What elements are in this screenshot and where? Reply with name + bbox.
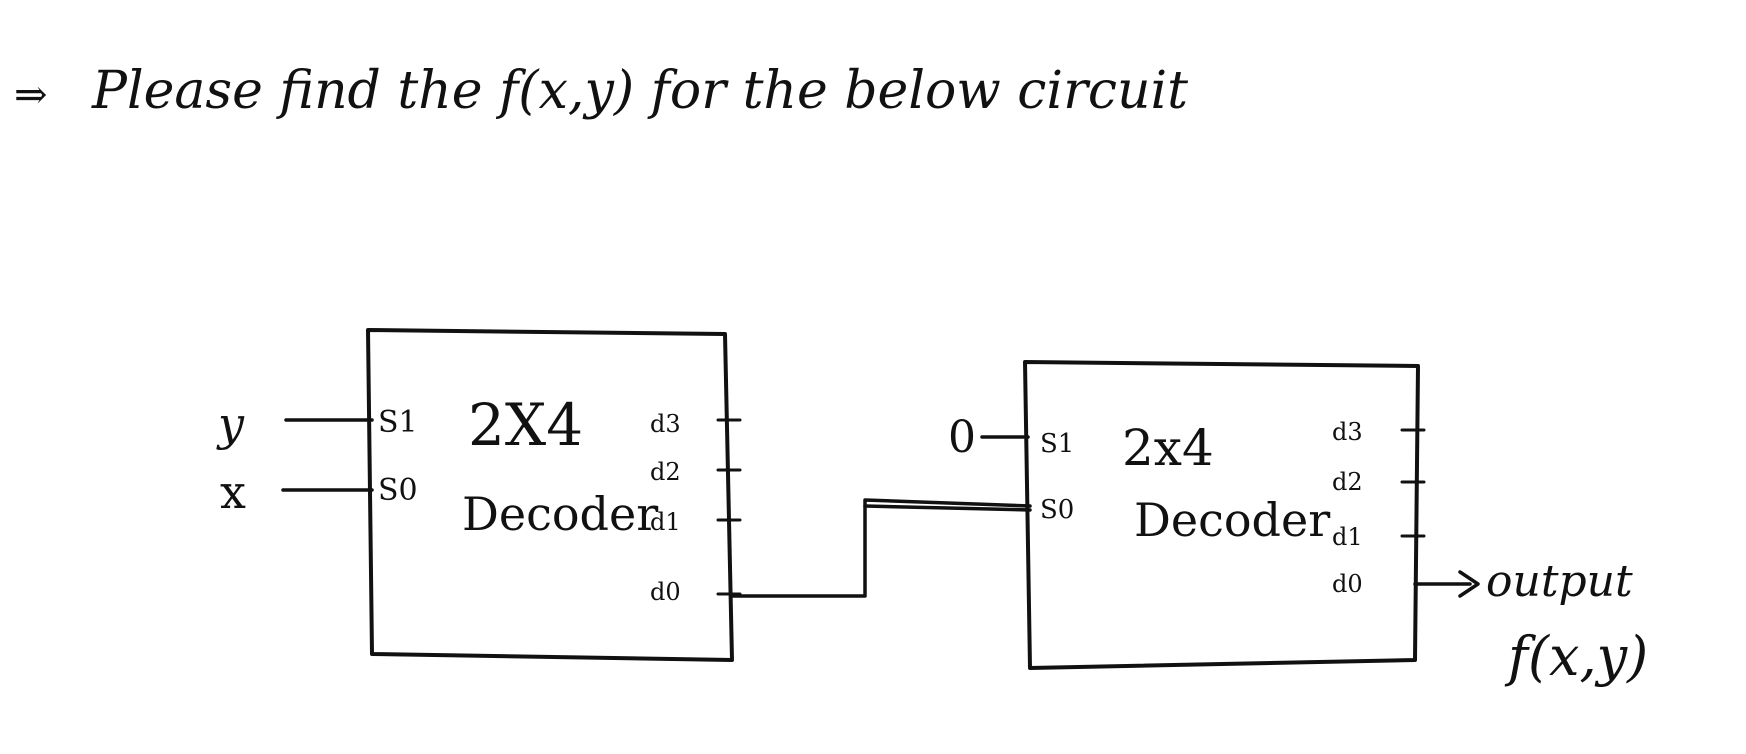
- decoder-right-pin-d0: d0: [1332, 570, 1363, 598]
- wire-d0-to-right-s0-double: [863, 504, 1032, 512]
- question-header: ⇒ Please find the f(x,y) for the below c…: [14, 61, 1188, 121]
- input-x-label: x: [220, 465, 246, 519]
- decoder-left-subtitle: Decoder: [462, 487, 658, 541]
- decoder-left-pin-d3: d3: [650, 410, 681, 438]
- output-section: output f(x,y): [1413, 556, 1648, 688]
- decoder-left-pin-s1: S1: [378, 405, 418, 440]
- output-arrow-icon: [1458, 570, 1480, 598]
- decoder-right-subtitle: Decoder: [1134, 493, 1330, 547]
- decoder-left-box: [366, 328, 734, 662]
- decoder-right-pin-d3: d3: [1332, 418, 1363, 446]
- decoder-left-pin-d2: d2: [650, 458, 681, 486]
- output-label: output: [1486, 556, 1633, 607]
- decoder-right-pin-d2: d2: [1332, 468, 1363, 496]
- input-y-label: y: [216, 397, 245, 451]
- decoder-right: 2x4 Decoder S1 S0 d3 d2 d1 d0: [1023, 360, 1426, 670]
- decoder-right-box: [1023, 360, 1420, 670]
- question-text: Please find the f(x,y) for the below cir…: [91, 61, 1188, 121]
- decoder-left-pin-d1: d1: [650, 508, 681, 536]
- decoder-right-pin-d1: d1: [1332, 523, 1363, 551]
- right-input-zero: 0: [948, 412, 1030, 463]
- decoder-right-output-ticks: [1400, 428, 1426, 538]
- decoder-left-pin-d0: d0: [650, 578, 681, 606]
- left-inputs: y x: [216, 397, 374, 519]
- decoder-left: 2X4 Decoder S1 S0 d3 d2 d1 d0: [366, 328, 742, 662]
- decoder-right-pin-s0: S0: [1040, 495, 1074, 525]
- decoder-left-pin-s0: S0: [378, 473, 418, 508]
- decoder-left-output-ticks: [716, 418, 742, 596]
- decoder-left-title: 2X4: [468, 391, 583, 459]
- wire-d0-to-right-s0: [730, 498, 1032, 598]
- decoder-right-title: 2x4: [1122, 419, 1214, 477]
- decoder-right-pin-s1: S1: [1040, 429, 1074, 459]
- implies-arrow-icon: ⇒: [14, 72, 48, 118]
- input-zero-label: 0: [948, 412, 976, 463]
- output-function-label: f(x,y): [1504, 625, 1648, 688]
